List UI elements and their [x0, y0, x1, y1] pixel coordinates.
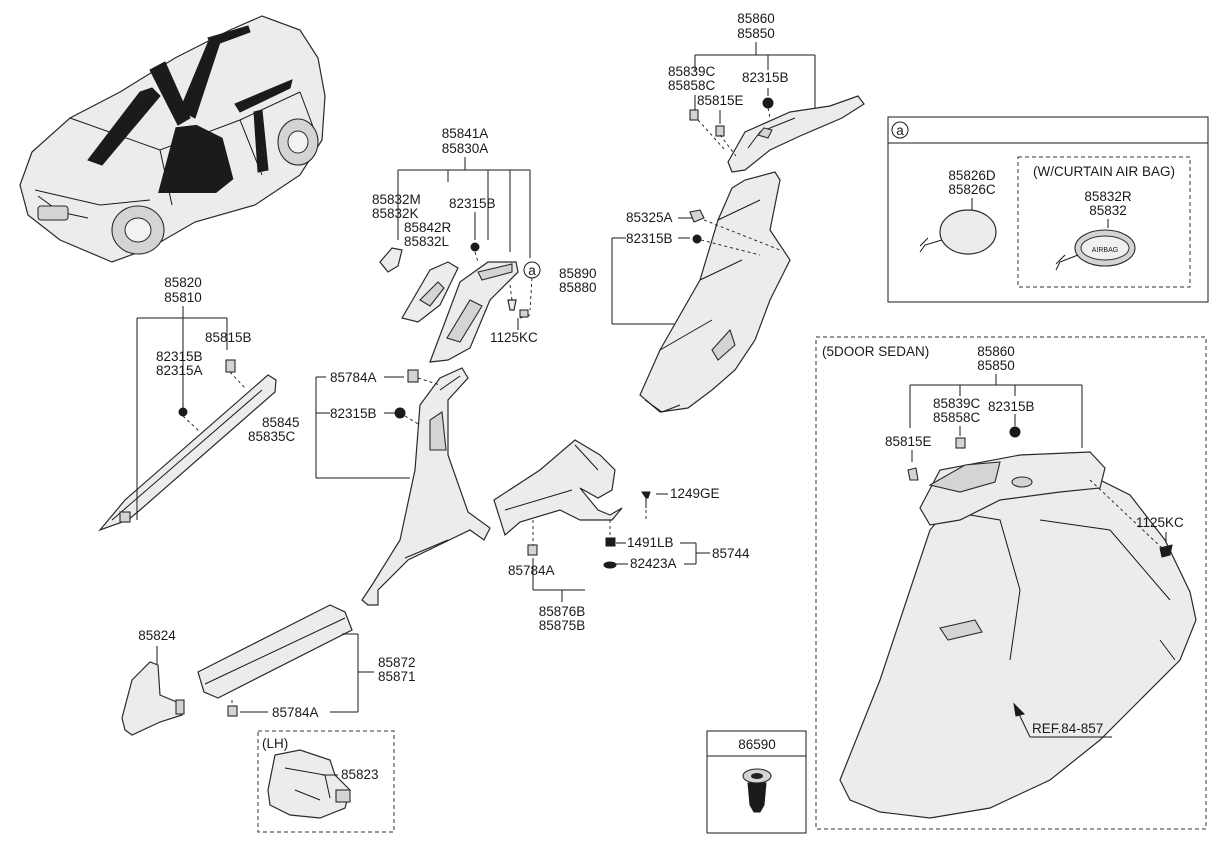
label-85880: 85880	[559, 280, 597, 295]
label-85832M: 85832M	[372, 192, 421, 207]
label-85890: 85890	[559, 266, 597, 281]
label-85839C-b: 85839C	[933, 396, 981, 411]
label-85826D: 85826D	[948, 168, 996, 183]
label-86590: 86590	[738, 737, 776, 752]
airbag-text: AIRBAG	[1092, 247, 1118, 254]
b-pillar-upper-trim	[379, 242, 531, 363]
label-85876B: 85876B	[539, 604, 586, 619]
label-85832K: 85832K	[372, 206, 419, 221]
sedan-label: (5DOOR SEDAN)	[822, 344, 929, 359]
label-82315B-b: 82315B	[449, 196, 496, 211]
label-85850-a: 85850	[737, 26, 775, 41]
clip-86590	[742, 768, 772, 813]
b-pillar-lower-trim	[361, 367, 491, 606]
scuff-center-trim	[493, 439, 651, 569]
label-85832: 85832	[1089, 203, 1127, 218]
label-85784A-b: 85784A	[508, 563, 555, 578]
label-1125KC-a: 1125KC	[490, 330, 538, 345]
label-85875B: 85875B	[539, 618, 586, 633]
label-1125KC-b: 1125KC	[1136, 515, 1184, 530]
label-82315A: 82315A	[156, 363, 203, 378]
label-85839C-a: 85839C	[668, 64, 716, 79]
lh-label: (LH)	[262, 736, 288, 751]
curtain-airbag-box	[1017, 156, 1191, 288]
label-85858C-a: 85858C	[668, 78, 716, 93]
sedan-rear-trim	[839, 426, 1197, 819]
lh-box	[257, 730, 395, 833]
part-86590-box	[706, 730, 807, 834]
label-85872: 85872	[378, 655, 416, 670]
label-85832R: 85832R	[1084, 189, 1132, 204]
airbag-cap	[1055, 229, 1136, 271]
label-85860-b: 85860	[977, 344, 1015, 359]
clip-85815B	[225, 359, 236, 373]
label-82315B-f: 82315B	[988, 399, 1035, 414]
label-1249GE: 1249GE	[670, 486, 720, 501]
label-85744: 85744	[712, 546, 750, 561]
label-85841A: 85841A	[442, 126, 489, 141]
pillar-cap-85826	[919, 209, 997, 255]
label-85858C-b: 85858C	[933, 410, 981, 425]
callout-a-text: a	[528, 263, 536, 278]
label-ref-84-857: REF.84-857	[1032, 721, 1103, 736]
a-pillar-trim	[98, 359, 277, 532]
label-85815B: 85815B	[205, 330, 252, 345]
label-85845: 85845	[262, 415, 300, 430]
label-85784A-a: 85784A	[330, 370, 377, 385]
label-85842R: 85842R	[404, 220, 452, 235]
label-1491LB: 1491LB	[627, 535, 674, 550]
panel-a-tag: a	[896, 123, 904, 138]
label-82315B-d: 82315B	[742, 70, 789, 85]
label-82315B-c: 82315B	[330, 406, 377, 421]
clip-82315A	[178, 407, 188, 417]
panel-a-callout	[891, 121, 909, 139]
car-illustration	[19, 15, 326, 263]
label-82423A: 82423A	[630, 556, 677, 571]
label-85815E-a: 85815E	[697, 93, 744, 108]
label-85325A: 85325A	[626, 210, 673, 225]
label-85850-b: 85850	[977, 358, 1015, 373]
label-85815E-b: 85815E	[885, 434, 932, 449]
curtain-airbag-label: (W/CURTAIN AIR BAG)	[1033, 164, 1175, 179]
cowl-side-trim	[121, 661, 185, 736]
label-85871: 85871	[378, 669, 416, 684]
label-85824: 85824	[138, 628, 176, 643]
c-pillar-lower-trim	[639, 171, 791, 413]
label-85826C: 85826C	[948, 182, 996, 197]
label-85810: 85810	[164, 290, 202, 305]
label-85832L: 85832L	[404, 234, 450, 249]
label-85784A-c: 85784A	[272, 705, 319, 720]
scuff-front-trim	[197, 604, 353, 717]
c-pillar-upper-trim	[689, 95, 865, 173]
label-85820: 85820	[164, 275, 202, 290]
label-85860-a: 85860	[737, 11, 775, 26]
label-82315B-e: 82315B	[626, 231, 673, 246]
label-82315B: 82315B	[156, 349, 203, 364]
lh-panel-part	[267, 749, 351, 819]
panel-a	[887, 116, 1209, 303]
label-85823: 85823	[341, 767, 379, 782]
label-85830A: 85830A	[442, 141, 489, 156]
label-85835C: 85835C	[248, 429, 296, 444]
